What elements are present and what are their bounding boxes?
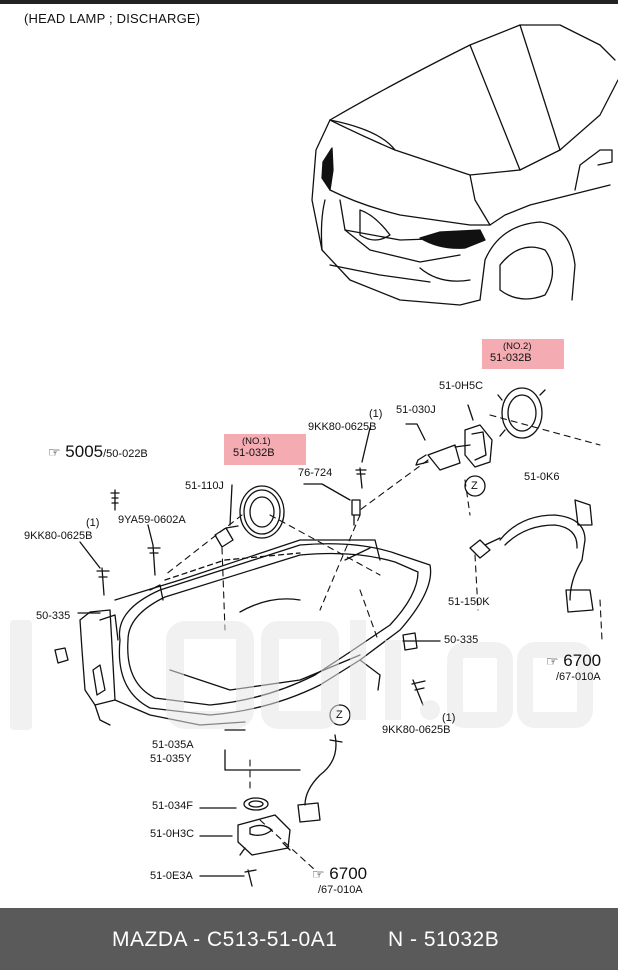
label-50335-right[interactable]: 50-335 [444, 634, 479, 646]
label-51032b-top[interactable]: 51-032B [490, 352, 532, 364]
label-no1: (NO.1) [242, 436, 271, 447]
label-51110j[interactable]: 51-110J [185, 480, 224, 492]
harness-035a [297, 734, 343, 823]
label-510e3a[interactable]: 51-0E3A [150, 870, 193, 882]
footer-part-number: N - 51032B [388, 928, 500, 951]
label-51030j[interactable]: 51-030J [396, 404, 436, 416]
bulb-cap-no2 [497, 387, 546, 439]
footer-catalog-code: MAZDA - C513-51-0A1 [112, 928, 338, 951]
ballast-0h3c [237, 814, 291, 856]
label-9ya59[interactable]: 9YA59-0602A [118, 514, 186, 526]
highlight-51032b-no2[interactable] [482, 339, 564, 369]
label-51034f[interactable]: 51-034F [152, 800, 193, 812]
ref-6700-bottom-sub: /67-010A [318, 884, 363, 896]
clip-50335-right [402, 632, 418, 651]
label-qty-1-a: (1) [369, 408, 383, 420]
ref-5005-num: 5005 [65, 442, 104, 461]
ref-6700-right-sub: /67-010A [556, 671, 601, 683]
clip-50335-left [54, 647, 69, 664]
ref-6700-bottom-num: 6700 [329, 864, 368, 883]
bulb-socket-0h5c [464, 424, 493, 468]
ref-5005-sub: /50-022B [103, 448, 148, 460]
label-51032b-left[interactable]: 51-032B [233, 447, 275, 459]
diagram-title: (HEAD LAMP ; DISCHARGE) [24, 11, 201, 26]
highlight-51032b-no1[interactable] [224, 434, 306, 465]
label-51035a[interactable]: 51-035A [152, 739, 194, 751]
screw-9ya59 [147, 544, 161, 576]
screw-9kk80-b [96, 567, 110, 596]
label-9kk80-c[interactable]: 9KK80-0625B [382, 724, 451, 736]
small-bulb-110j [214, 525, 239, 548]
label-510h3c[interactable]: 51-0H3C [150, 828, 195, 840]
screw-9kk80-a [355, 467, 367, 489]
screw-9kk80-c [411, 679, 426, 706]
car-illustration [311, 24, 618, 306]
label-qty-1-b: (1) [86, 517, 100, 529]
side-bulb-150k [469, 537, 501, 559]
screw-0e3a [244, 869, 257, 887]
hid-bulb [415, 444, 471, 471]
top-border [0, 0, 618, 4]
ref-6700-right[interactable]: ☞ 6700 [546, 652, 601, 670]
ref-6700-right-num: 6700 [563, 651, 602, 670]
footer-bar: MAZDA - C513-51-0A1 N - 51032B [0, 908, 618, 970]
ring-034f [243, 797, 269, 811]
label-no2: (NO.2) [503, 341, 532, 352]
label-9kk80-a[interactable]: 9KK80-0625B [308, 421, 377, 433]
bulb-cap-no1 [239, 485, 285, 539]
clip-76724 [351, 499, 361, 526]
pointing-hand-icon: ☞ [312, 866, 325, 882]
ref-5005[interactable]: ☞ 5005/50-022B [48, 443, 148, 463]
label-510h5c[interactable]: 51-0H5C [439, 380, 484, 392]
screw-left-top [110, 489, 120, 511]
pointing-hand-icon: ☞ [546, 653, 559, 669]
label-z-top: Z [471, 480, 478, 492]
label-qty-1-c: (1) [442, 712, 456, 724]
label-z-bottom: Z [336, 709, 343, 721]
label-9kk80-b[interactable]: 9KK80-0625B [24, 530, 93, 542]
label-51035y[interactable]: 51-035Y [150, 753, 192, 765]
ref-6700-bottom[interactable]: ☞ 6700 [312, 865, 367, 883]
pointing-hand-icon: ☞ [48, 444, 61, 460]
wiring-harness-0k6 [499, 499, 594, 613]
label-51150k[interactable]: 51-150K [448, 596, 490, 608]
headlamp-housing [79, 539, 432, 726]
label-50335-left[interactable]: 50-335 [36, 610, 71, 622]
label-510k6[interactable]: 51-0K6 [524, 471, 560, 483]
label-76724[interactable]: 76-724 [298, 467, 333, 479]
